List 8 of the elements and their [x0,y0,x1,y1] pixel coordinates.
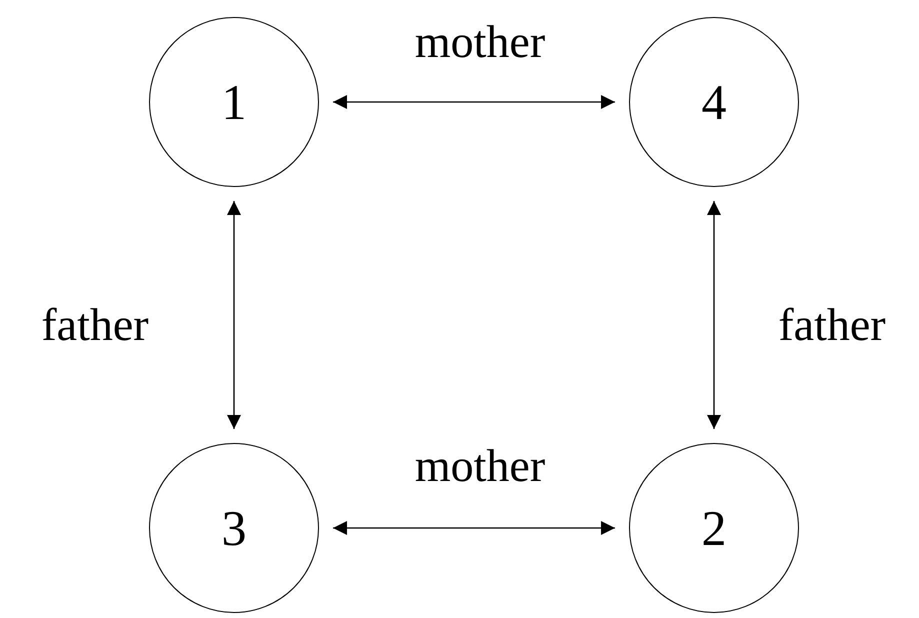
node-number: 3 [222,503,246,553]
double-arrow [707,201,721,429]
node-number: 1 [222,77,246,127]
double-arrow [227,201,241,429]
double-arrow [333,521,615,535]
node-number: 2 [702,503,726,553]
node-number: 4 [702,77,726,127]
double-arrow [333,95,615,109]
